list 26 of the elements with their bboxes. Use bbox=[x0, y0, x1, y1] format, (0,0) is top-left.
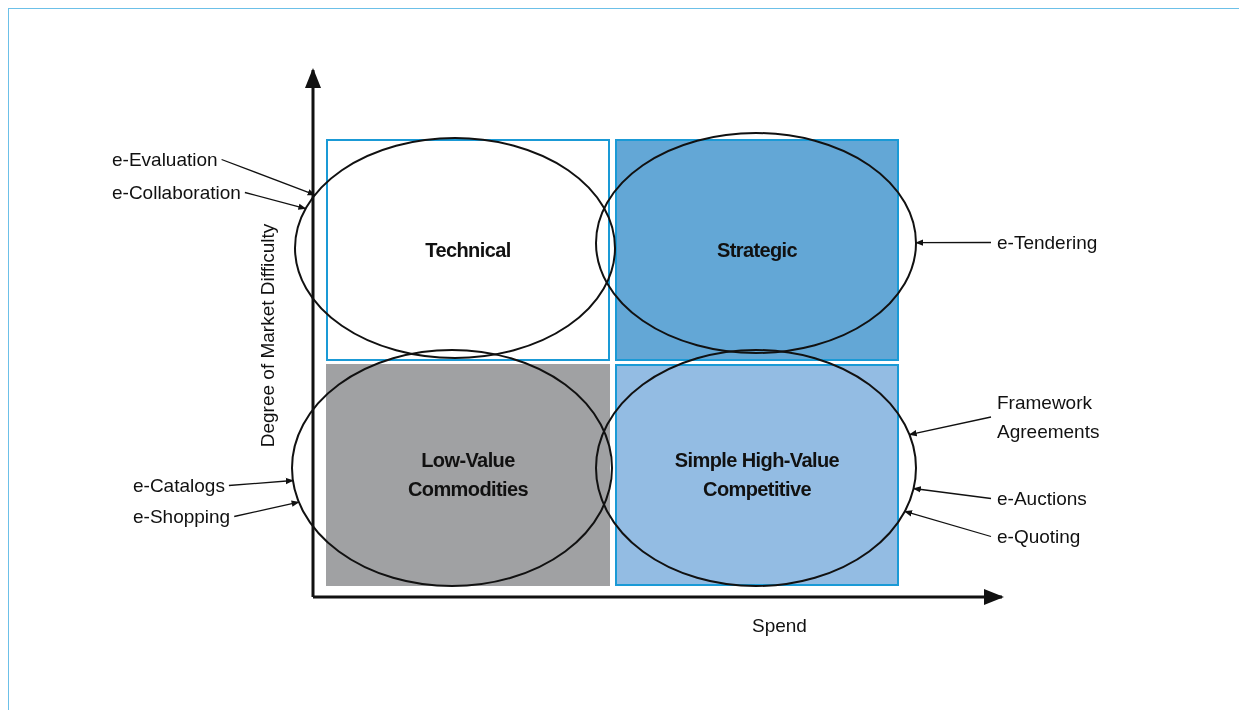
axis-title: Degree of Market Difficulty bbox=[256, 223, 280, 447]
arrow bbox=[233, 500, 300, 518]
method-label: Framework Agreements bbox=[997, 388, 1117, 446]
method-label: e-Evaluation bbox=[112, 145, 218, 174]
method-label: e-Shopping bbox=[133, 502, 231, 531]
arrow bbox=[244, 191, 307, 210]
arrow bbox=[908, 416, 992, 437]
quadrant-box bbox=[615, 139, 899, 361]
arrow bbox=[915, 239, 992, 246]
method-label: e-Auctions bbox=[997, 484, 1087, 513]
quadrant-title: Low-Value Commodities bbox=[406, 448, 530, 502]
arrow bbox=[220, 158, 316, 196]
arrow bbox=[228, 477, 294, 487]
quadrant-title: Technical bbox=[425, 237, 511, 263]
axis-title: Spend bbox=[752, 614, 807, 638]
method-label: e-Quoting bbox=[997, 522, 1081, 551]
quadrant-title: Strategic bbox=[716, 237, 798, 263]
method-label: e-Catalogs bbox=[133, 471, 225, 500]
method-label: e-Tendering bbox=[997, 228, 1098, 257]
ellipse-outline bbox=[595, 132, 917, 354]
quadrant-title: Simple High-Value Competitive bbox=[673, 448, 841, 502]
arrow bbox=[904, 510, 992, 538]
method-label: e-Collaboration bbox=[112, 178, 241, 207]
ellipse-outline bbox=[291, 349, 613, 587]
ellipse-outline bbox=[595, 349, 917, 587]
arrow bbox=[912, 486, 992, 500]
